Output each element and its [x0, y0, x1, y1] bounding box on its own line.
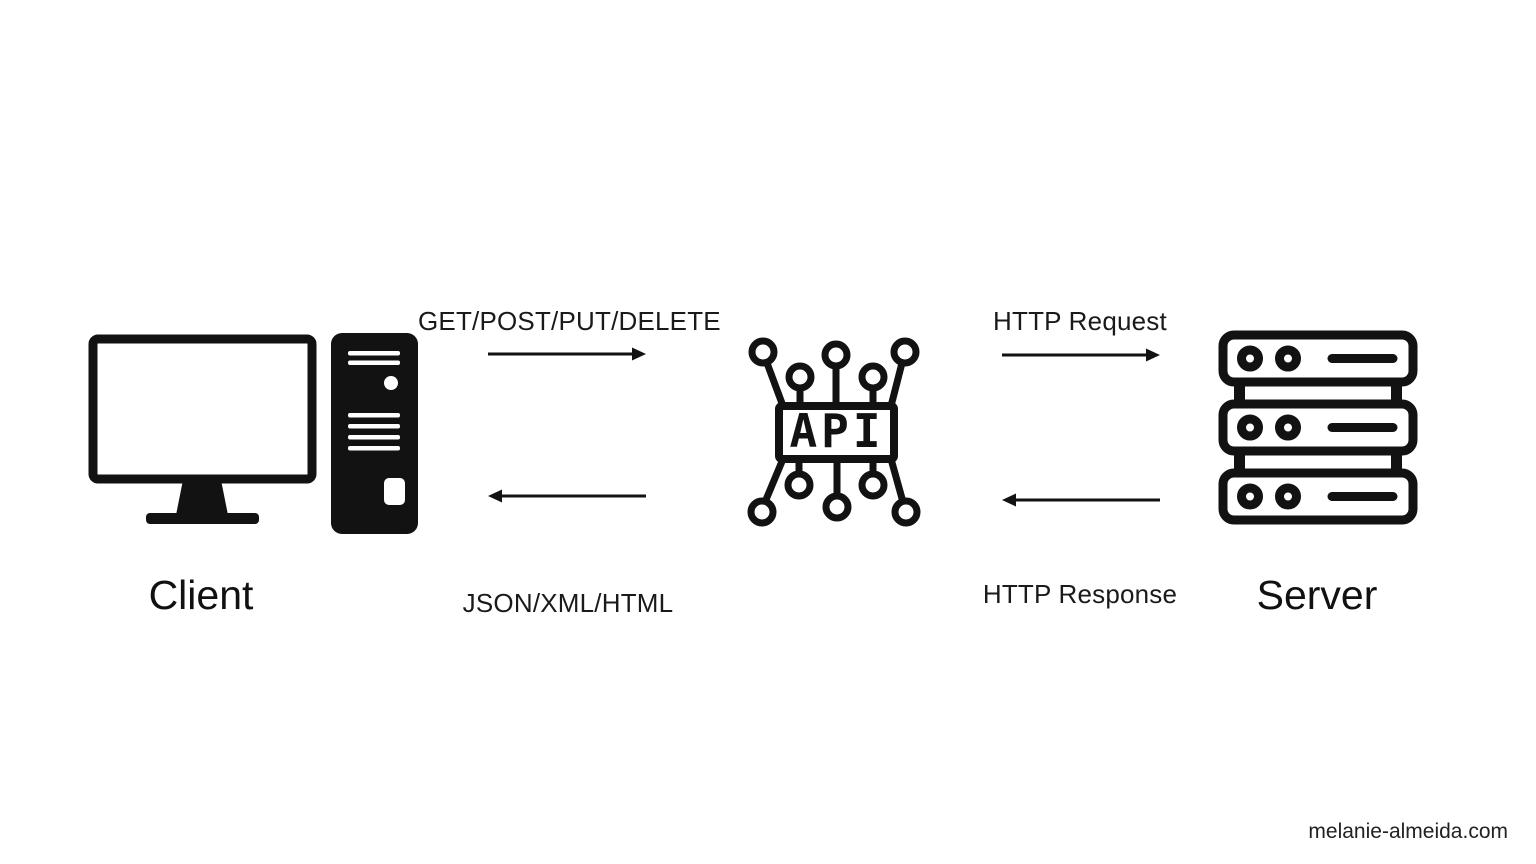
- arrow-left-server-to-api-icon: [1001, 492, 1161, 508]
- watermark-text: melanie-almeida.com: [1308, 820, 1508, 843]
- flow-label-response-formats: JSON/XML/HTML: [462, 588, 674, 618]
- server-rack-icon-svg: [1218, 330, 1418, 525]
- server-rack-icon: [1218, 330, 1418, 528]
- client-label: Client: [148, 572, 254, 618]
- desktop-computer-icon-svg: [88, 333, 418, 534]
- flow-label-request-methods: GET/POST/PUT/DELETE: [418, 306, 721, 336]
- arrow-right-client-to-api-icon: [487, 346, 647, 362]
- server-label: Server: [1256, 572, 1378, 618]
- flow-label-http-request: HTTP Request: [993, 306, 1167, 336]
- arrow-left-api-to-client-icon: [487, 488, 647, 504]
- flow-label-http-response: HTTP Response: [982, 579, 1178, 609]
- api-circuit-chip-icon: API: [745, 330, 930, 535]
- desktop-computer-icon: [85, 330, 421, 536]
- arrow-right-api-to-server-icon: [1001, 347, 1161, 363]
- api-circuit-chip-icon-svg: API: [747, 337, 921, 527]
- api-icon-text: API: [789, 404, 884, 458]
